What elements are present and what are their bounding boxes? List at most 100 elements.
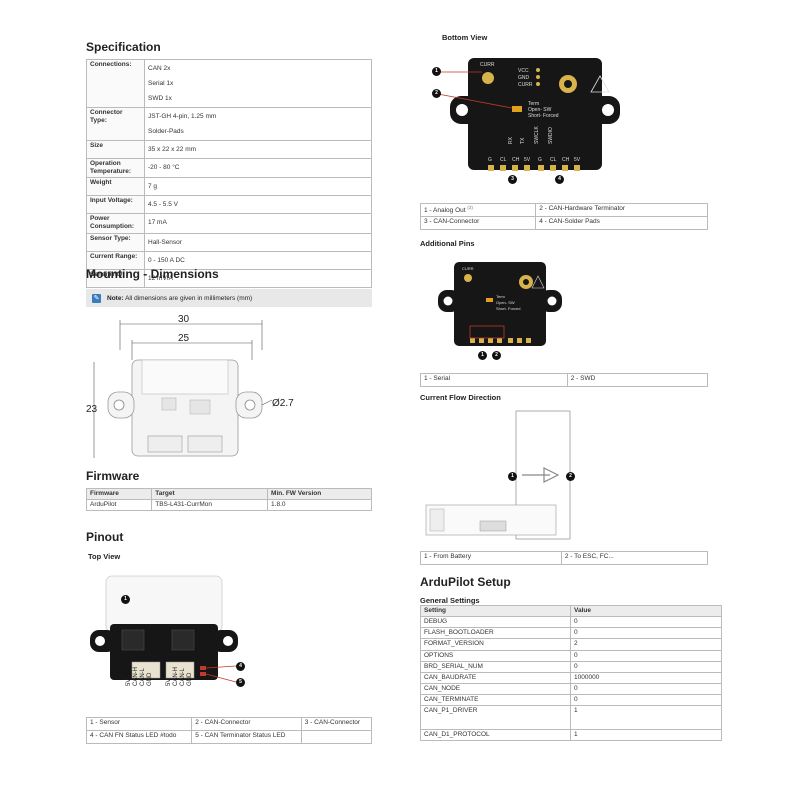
spec-value-line: 7 g — [148, 183, 158, 191]
spec-row: Input Voltage:4.5 - 5.5 V — [86, 195, 372, 215]
flow-marker-2: 2 — [566, 472, 575, 481]
label-vcc: VCC — [518, 68, 529, 74]
legend-cell: 1 - Analog Out (3) — [419, 202, 537, 218]
spec-value-line: 4.5 - 5.5 V — [148, 201, 178, 209]
firmware-cell: 1.8.0 — [267, 499, 372, 512]
ardupilot-cell: 0 — [570, 649, 722, 662]
spec-row: Sensor Type:Hall-Sensor — [86, 232, 372, 252]
label-swclk: SWCLK — [534, 126, 540, 144]
label-short: Short- Forced — [528, 113, 559, 119]
bottom-pin-5v: 5V — [524, 157, 531, 163]
spec-value-line: SWD 1x — [148, 95, 172, 102]
add-label-short: Short- Forced — [496, 306, 520, 311]
bottom-view-title: Bottom View — [442, 33, 488, 42]
ardupilot-cell: 1 — [570, 705, 722, 731]
bottom-pin-g-2: G — [538, 157, 542, 163]
ardupilot-cell: 1 — [570, 729, 722, 742]
pin-label-can-l: CAN-L — [140, 667, 146, 686]
mounting-dimensions-drawing: 30 25 23 Ø2.7 — [86, 314, 294, 458]
label-rx: RX — [508, 136, 514, 144]
legend-cell: 2 - SWD — [566, 373, 709, 387]
bottom-pin-ch: CH — [512, 157, 520, 163]
ardupilot-cell: FLASH_BOOTLOADER — [420, 627, 571, 640]
label-open: Open- SW — [528, 107, 552, 113]
spec-row: Power Consumption:17 mA — [86, 213, 372, 234]
ardupilot-title: ArduPilot Setup — [420, 575, 511, 589]
marker-4: 4 — [236, 662, 245, 671]
spec-value-line: Solder-Pads — [148, 128, 184, 135]
ardupilot-cell: CAN_D1_PROTOCOL — [420, 729, 571, 742]
pinout-title: Pinout — [86, 530, 124, 544]
ardupilot-cell: CAN_TERMINATE — [420, 693, 571, 707]
spec-value-line: 0 - 150 A DC — [148, 256, 185, 264]
additional-marker-1: 1 — [478, 351, 487, 360]
firmware-header: Firmware — [85, 487, 153, 501]
pin-label-gnd: GND — [147, 672, 153, 686]
legend-cell: 1 - From Battery — [420, 551, 562, 565]
spec-key: Sensitivity: — [86, 268, 145, 288]
firmware-cell: TBS-L431-CurrMon — [151, 499, 269, 512]
ardupilot-cell: 0 — [570, 682, 722, 696]
legend-cell: 1 - Sensor — [85, 717, 193, 731]
spec-value-line: 12 mV/A — [148, 274, 173, 282]
legend-cell: 2 - To ESC, FC... — [560, 551, 709, 565]
bottom-marker-3: 3 — [508, 175, 517, 184]
bottom-pin-cl-2: CL — [550, 157, 557, 163]
legend-cell: 1 - Serial — [420, 373, 568, 387]
spec-value: 7 g — [144, 177, 372, 197]
additional-marker-2: 2 — [492, 351, 501, 360]
dim-hole: Ø2.7 — [272, 398, 294, 409]
pin-label-gnd-2: GND — [187, 672, 193, 686]
ardupilot-cell: 0 — [570, 660, 722, 673]
spec-value-line: 35 x 22 x 22 mm — [148, 146, 197, 153]
dim-width-outer: 30 — [178, 314, 190, 325]
ardupilot-cell: 1000000 — [570, 671, 722, 684]
bottom-pin-g: G — [488, 157, 492, 163]
bottom-pin-ch-2: CH — [562, 157, 570, 163]
bottom-pin-5v-2: 5V — [574, 157, 581, 163]
ardupilot-header: Setting — [420, 604, 571, 618]
legend-cell: 3 - CAN-Connector — [419, 216, 537, 231]
note-text: All dimensions are given in millimeters … — [125, 294, 253, 302]
legend-cell: 5 - CAN Terminator Status LED — [191, 730, 302, 744]
top-view-title: Top View — [88, 552, 121, 561]
ardupilot-cell: CAN_NODE — [420, 682, 571, 696]
firmware-cell: ArduPilot — [85, 499, 153, 512]
label-curr: CURR — [480, 62, 495, 68]
spec-value-line: -20 - 80 °C — [148, 164, 180, 171]
note-label: Note: — [107, 294, 124, 302]
legend-cell — [300, 730, 373, 744]
legend-superscript: (3) — [467, 205, 473, 210]
spec-value-line: Hall-Sensor — [148, 238, 182, 246]
spec-key: Input Voltage: — [86, 195, 145, 215]
pin-label-can-h: CAN-H — [133, 667, 139, 686]
spec-key: Power Consumption: — [86, 213, 145, 234]
flow-marker-1: 1 — [508, 472, 517, 481]
add-label-term: Term — [496, 294, 506, 299]
additional-pins-board-image: CURR Term Open- SW Short- Forced — [438, 262, 562, 346]
spec-value-line: JST-GH 4-pin, 1.25 mm — [148, 113, 217, 120]
ardupilot-cell: DEBUG — [420, 616, 571, 629]
legend-cell: 4 - CAN FN Status LED #todo — [85, 730, 193, 744]
current-flow-image — [425, 410, 571, 540]
bottom-view-board-image: CURR VCC GND CURR Term Open- SW Short- F… — [437, 58, 620, 171]
additional-pins-title: Additional Pins — [420, 239, 475, 248]
spec-key: Current Range: — [86, 250, 145, 270]
edit-note-icon: ✎ — [92, 293, 101, 303]
